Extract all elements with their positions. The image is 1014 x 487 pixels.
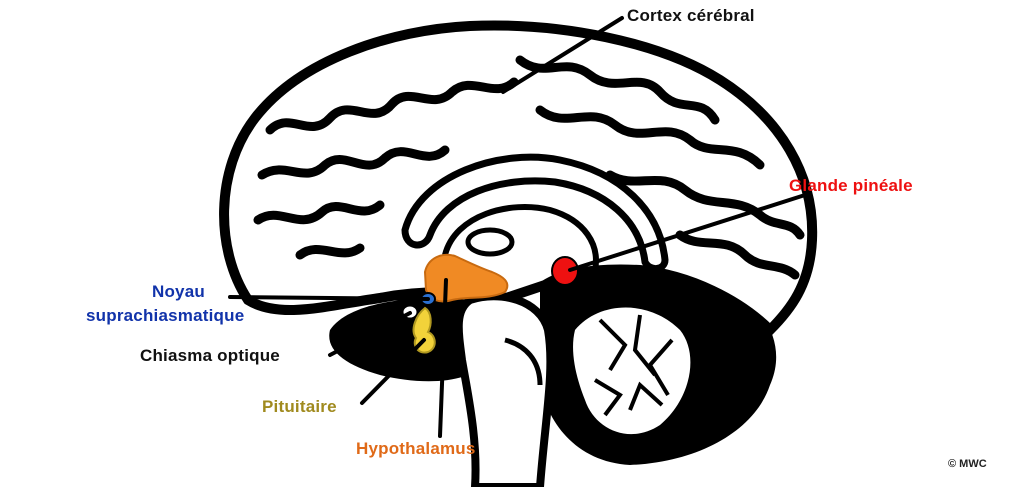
pons (504, 337, 543, 386)
leader-pineal (568, 193, 807, 272)
label-hypothalamus: Hypothalamus (356, 439, 476, 458)
leader-pituitaire (360, 338, 426, 405)
label-suprachiasmatique: suprachiasmatique (86, 306, 245, 325)
label-pituitaire: Pituitaire (262, 397, 337, 416)
pineal-gland (551, 256, 579, 286)
pituitary-shape (412, 306, 436, 354)
arbor-folds (593, 314, 674, 417)
copyright-notice: © MWC (948, 458, 987, 470)
corpus-callosum (401, 153, 669, 272)
fornix (442, 204, 599, 271)
label-chiasma-optique: Chiasma optique (140, 346, 280, 365)
leader-scn (228, 295, 430, 301)
leader-chiasma (328, 311, 412, 357)
leader-hypothalamus (438, 278, 448, 438)
leader-lines (228, 16, 807, 438)
label-glande-pineale: Glande pinéale (789, 176, 913, 195)
label-noyau: Noyau (152, 282, 205, 301)
gyri (253, 55, 805, 280)
label-cortex-cerebral: Cortex cérébral (627, 6, 755, 25)
thalamus (465, 227, 515, 257)
leader-cortex (501, 16, 624, 94)
